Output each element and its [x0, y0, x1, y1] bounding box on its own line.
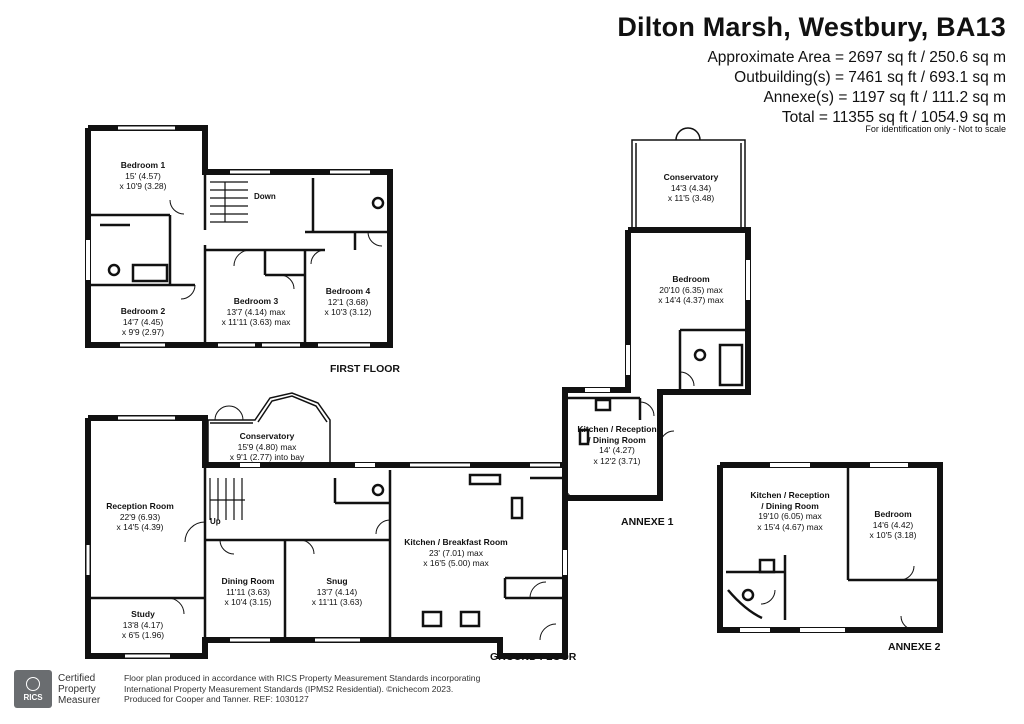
rics-logo: RICS [14, 670, 52, 708]
room-label-bedroom-2: Bedroom 2 14'7 (4.45) x 9'9 (2.97) [120, 306, 166, 337]
stairs-up-label: Up [210, 517, 221, 526]
room-label-bedroom-1: Bedroom 1 15' (4.57) x 10'9 (3.28) [119, 160, 167, 191]
room-label-snug: Snug 13'7 (4.14) x 11'11 (3.63) [311, 576, 363, 607]
ground-conservatory [207, 392, 331, 465]
ground-floor-windows [86, 416, 567, 658]
room-label-reception-room: Reception Room 22'9 (6.93) x 14'5 (4.39) [106, 501, 174, 532]
floor-label-first: FIRST FLOOR [330, 363, 400, 375]
annexe1-conservatory [631, 127, 746, 230]
floor-label-annexe1: ANNEXE 1 [621, 516, 674, 528]
area-annexes: Annexe(s) = 1197 sq ft / 111.2 sq m [763, 89, 1006, 106]
room-label-bedroom-4: Bedroom 4 12'1 (3.68) x 10'3 (3.12) [324, 286, 372, 317]
floor-label-annexe2: ANNEXE 2 [888, 641, 941, 653]
area-outbuildings: Outbuilding(s) = 7461 sq ft / 693.1 sq m [734, 69, 1006, 86]
footer-notes: Floor plan produced in accordance with R… [124, 673, 481, 704]
property-title: Dilton Marsh, Westbury, BA13 [617, 12, 1006, 42]
stairs-down-label: Down [254, 192, 276, 201]
annexe1-internal-walls [565, 328, 748, 446]
area-summary: Approximate Area = 2697 sq ft / 250.6 sq… [707, 48, 1006, 128]
door-swings [167, 199, 557, 641]
annexe2-windows [740, 463, 908, 632]
room-label-kitchen-breakfast-room: Kitchen / Breakfast Room 23' (7.01) max … [404, 537, 508, 568]
area-total: Total = 11355 sq ft / 1054.9 sq m [781, 109, 1006, 126]
annexe2-plan [717, 462, 943, 633]
area-main: Approximate Area = 2697 sq ft / 250.6 sq… [707, 49, 1006, 66]
room-label-conservatory: Conservatory 15'9 (4.80) max x 9'1 (2.77… [229, 431, 305, 462]
first-floor-windows [86, 126, 370, 347]
room-label-annexe1-conservatory: Conservatory 14'3 (4.34) x 11'5 (3.48) [663, 172, 719, 203]
annexe1-windows [585, 260, 750, 392]
room-label-annexe1-bedroom: Bedroom 20'10 (6.35) max x 14'4 (4.37) m… [658, 274, 724, 305]
first-floor-plan [85, 125, 393, 348]
annexe2-internal-walls [726, 465, 940, 620]
ground-floor-stairs [209, 478, 245, 520]
rics-certified-badge: RICS Certified Property Measurer [14, 670, 100, 708]
room-label-annexe1-kitchen: Kitchen / Reception / Dining Room 14' (4… [577, 424, 657, 466]
ground-floor-internal-walls [88, 465, 565, 640]
disclaimer: For identification only - Not to scale [865, 124, 1006, 134]
room-label-annexe2-kitchen: Kitchen / Reception / Dining Room 19'10 … [750, 490, 830, 532]
room-label-annexe2-bedroom: Bedroom 14'6 (4.42) x 10'5 (3.18) [869, 509, 917, 540]
floor-label-ground: GROUND FLOOR [490, 651, 577, 663]
first-floor-internal-walls [88, 172, 390, 345]
room-label-study: Study 13'8 (4.17) x 6'5 (1.96) [121, 609, 165, 640]
room-label-dining-room: Dining Room 11'11 (3.63) x 10'4 (3.15) [221, 576, 275, 607]
room-label-bedroom-3: Bedroom 3 13'7 (4.14) max x 11'11 (3.63)… [221, 296, 291, 327]
rics-logo-icon [26, 676, 40, 691]
first-floor-stairs [210, 181, 248, 223]
